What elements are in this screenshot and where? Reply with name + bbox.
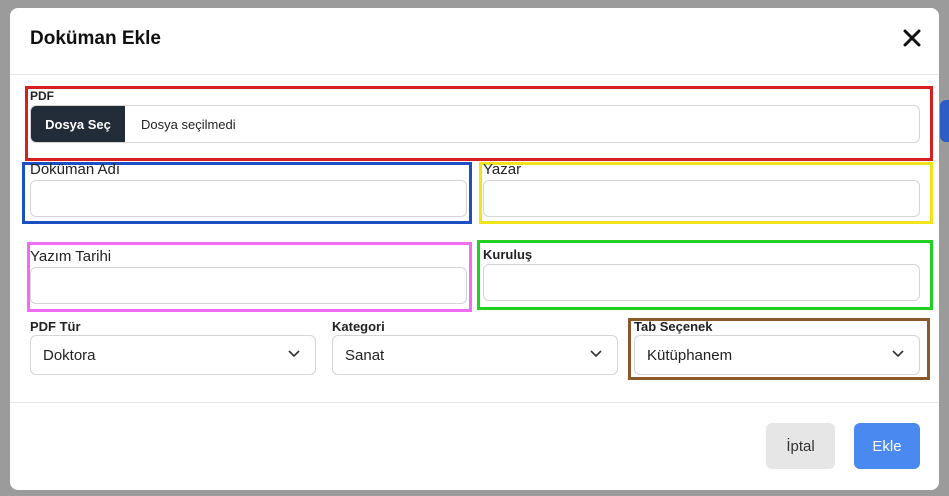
highlight-tab-option [628,318,930,380]
author-label: Yazar [483,161,522,178]
highlight-pdf-section [25,86,933,161]
category-select[interactable]: Sanat [332,335,618,375]
tab-option-label: Tab Seçenek [634,319,713,334]
tab-option-select[interactable]: Kütüphanem [634,335,920,375]
add-button[interactable]: Ekle [854,423,920,469]
tab-option-value: Kütüphanem [647,346,733,364]
pdf-file-input[interactable]: Dosya Seç Dosya seçilmedi [30,105,920,143]
institution-label: Kuruluş [483,247,533,262]
write-date-label: Yazım Tarihi [30,248,112,265]
file-status-text: Dosya seçilmedi [141,116,236,132]
highlight-institution [477,240,933,310]
pdf-type-value: Doktora [43,346,96,364]
highlight-write-date [27,242,472,312]
pdf-type-label: PDF Tür [30,319,81,334]
author-input[interactable] [483,180,920,217]
footer-divider [10,402,939,403]
chevron-down-icon [590,350,602,358]
modal-title: Doküman Ekle [30,28,161,49]
close-icon [903,29,921,47]
institution-input[interactable] [483,264,920,301]
document-name-input[interactable] [30,180,467,217]
chevron-down-icon [288,350,300,358]
choose-file-button[interactable]: Dosya Seç [31,106,125,142]
header-divider [10,74,939,75]
document-name-label: Doküman Adı [30,161,121,178]
background-button [940,100,949,142]
highlight-document-name [22,162,472,224]
category-value: Sanat [345,346,385,364]
highlight-author [479,162,933,224]
chevron-down-icon [892,350,904,358]
add-document-modal: Doküman Ekle PDF Dosya Seç Dosya seçilme… [10,8,939,490]
pdf-label: PDF [30,89,54,103]
close-button[interactable] [898,24,926,52]
pdf-type-select[interactable]: Doktora [30,335,316,375]
write-date-input[interactable] [30,267,467,304]
cancel-button[interactable]: İptal [766,423,835,469]
category-label: Kategori [332,319,385,334]
